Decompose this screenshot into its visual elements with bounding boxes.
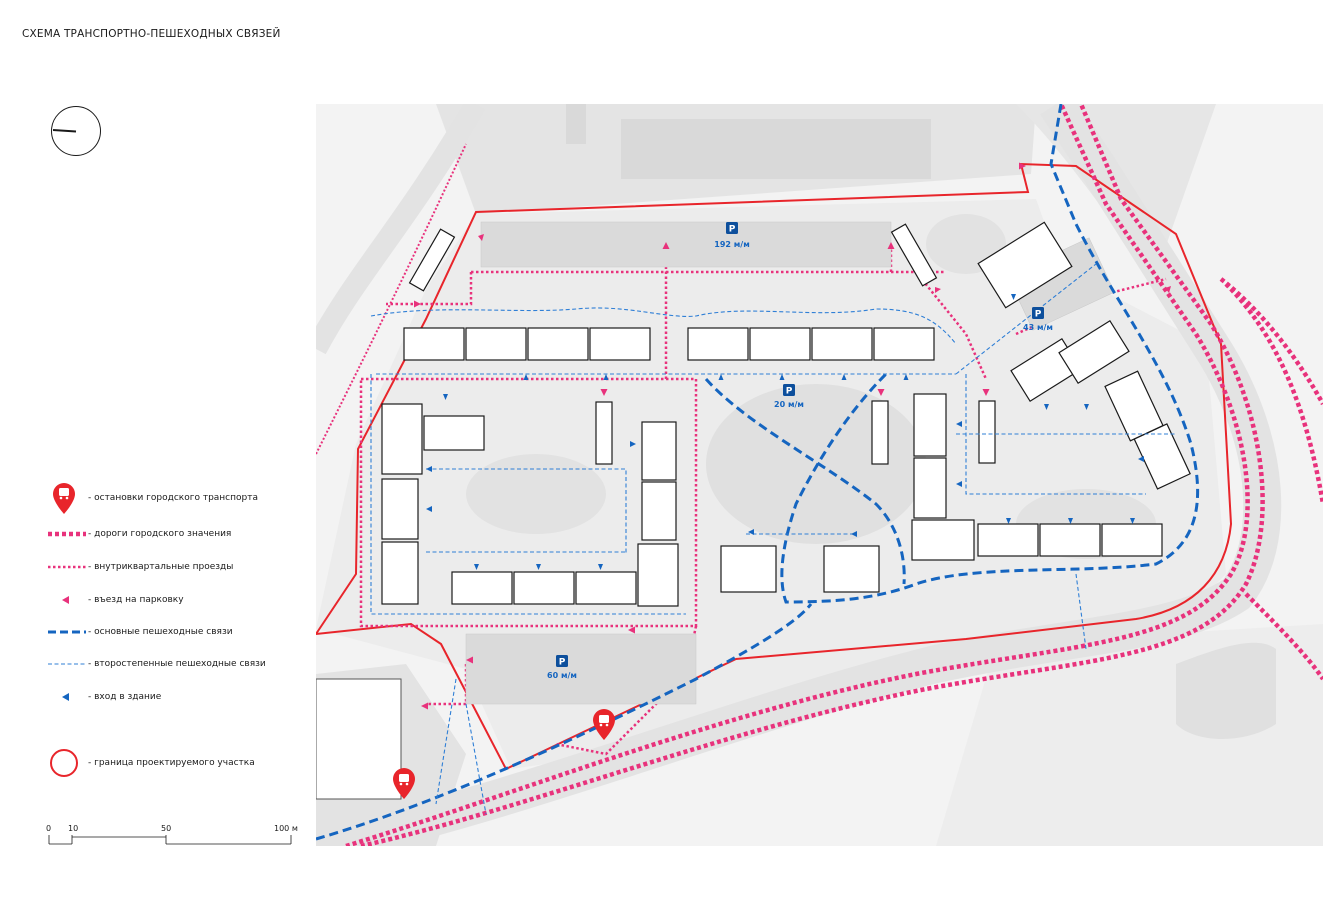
legend-item-parking-entry: - въезд на парковку	[48, 590, 184, 610]
legend-item-city-roads: - дороги городского значения	[48, 524, 231, 544]
legend-item-main-ped: - основные пешеходные связи	[48, 622, 233, 642]
legend-item-building-entry: - вход в здание	[48, 687, 161, 707]
page-title: СХЕМА ТРАНСПОРТНО-ПЕШЕХОДНЫХ СВЯЗЕЙ	[22, 28, 281, 40]
parking-capacity: 43 м/м	[1023, 323, 1053, 332]
site-plan-map: P 192 м/м P 20 м/м P 43 м/м P 60 м/м	[316, 104, 1323, 846]
bus-stop-pin-icon	[53, 483, 75, 514]
legend-label: - граница проектируемого участка	[88, 758, 255, 768]
parking-icon: P	[559, 658, 566, 668]
legend-label: - основные пешеходные связи	[88, 627, 233, 637]
scale-bar-graphic	[48, 835, 292, 845]
parking-capacity: 60 м/м	[547, 671, 577, 680]
scale-label: 100 м	[274, 824, 298, 833]
scale-label: 0	[46, 824, 52, 833]
parking-label-43: P 43 м/м	[1023, 307, 1053, 332]
parking-entry-arrow-icon	[62, 596, 69, 604]
legend-item-internal-roads: - внутриквартальные проезды	[48, 557, 233, 577]
city-road-symbol	[48, 531, 86, 537]
internal-road-symbol	[48, 565, 86, 569]
scale-bar: 0 10 50 100 м	[46, 824, 306, 850]
main-pedestrian-symbol	[48, 630, 86, 634]
legend-item-bus-stop: - остановки городского транспорта	[48, 483, 258, 514]
legend-label: - дороги городского значения	[88, 529, 232, 539]
bus-stop-pin-icon	[593, 709, 615, 740]
building-entry-arrow-icon	[62, 693, 69, 701]
parking-label-20: P 20 м/м	[774, 384, 804, 409]
scale-label: 10	[68, 824, 79, 833]
legend-label: - остановки городского транспорта	[88, 493, 258, 503]
north-arrow-icon	[50, 105, 102, 157]
parking-capacity: 192 м/м	[714, 240, 749, 249]
boundary-circle-icon	[50, 749, 78, 777]
parking-icon: P	[729, 225, 736, 235]
legend-label: - второстепенные пешеходные связи	[88, 659, 266, 669]
parking-label-192: P 192 м/м	[714, 222, 750, 249]
secondary-pedestrian-symbol	[48, 663, 86, 665]
legend-item-secondary-ped: - второстепенные пешеходные связи	[48, 654, 266, 674]
legend-label: - вход в здание	[88, 692, 162, 702]
parking-icon: P	[1035, 310, 1042, 320]
legend-item-site-boundary: - граница проектируемого участка	[48, 749, 255, 777]
legend-label: - внутриквартальные проезды	[88, 562, 234, 572]
bus-stop-pin-icon	[393, 768, 415, 799]
parking-label-60: P 60 м/м	[547, 655, 577, 680]
scale-label: 50	[161, 824, 172, 833]
parking-capacity: 20 м/м	[774, 400, 804, 409]
legend-label: - въезд на парковку	[88, 595, 184, 605]
parking-icon: P	[786, 387, 793, 397]
